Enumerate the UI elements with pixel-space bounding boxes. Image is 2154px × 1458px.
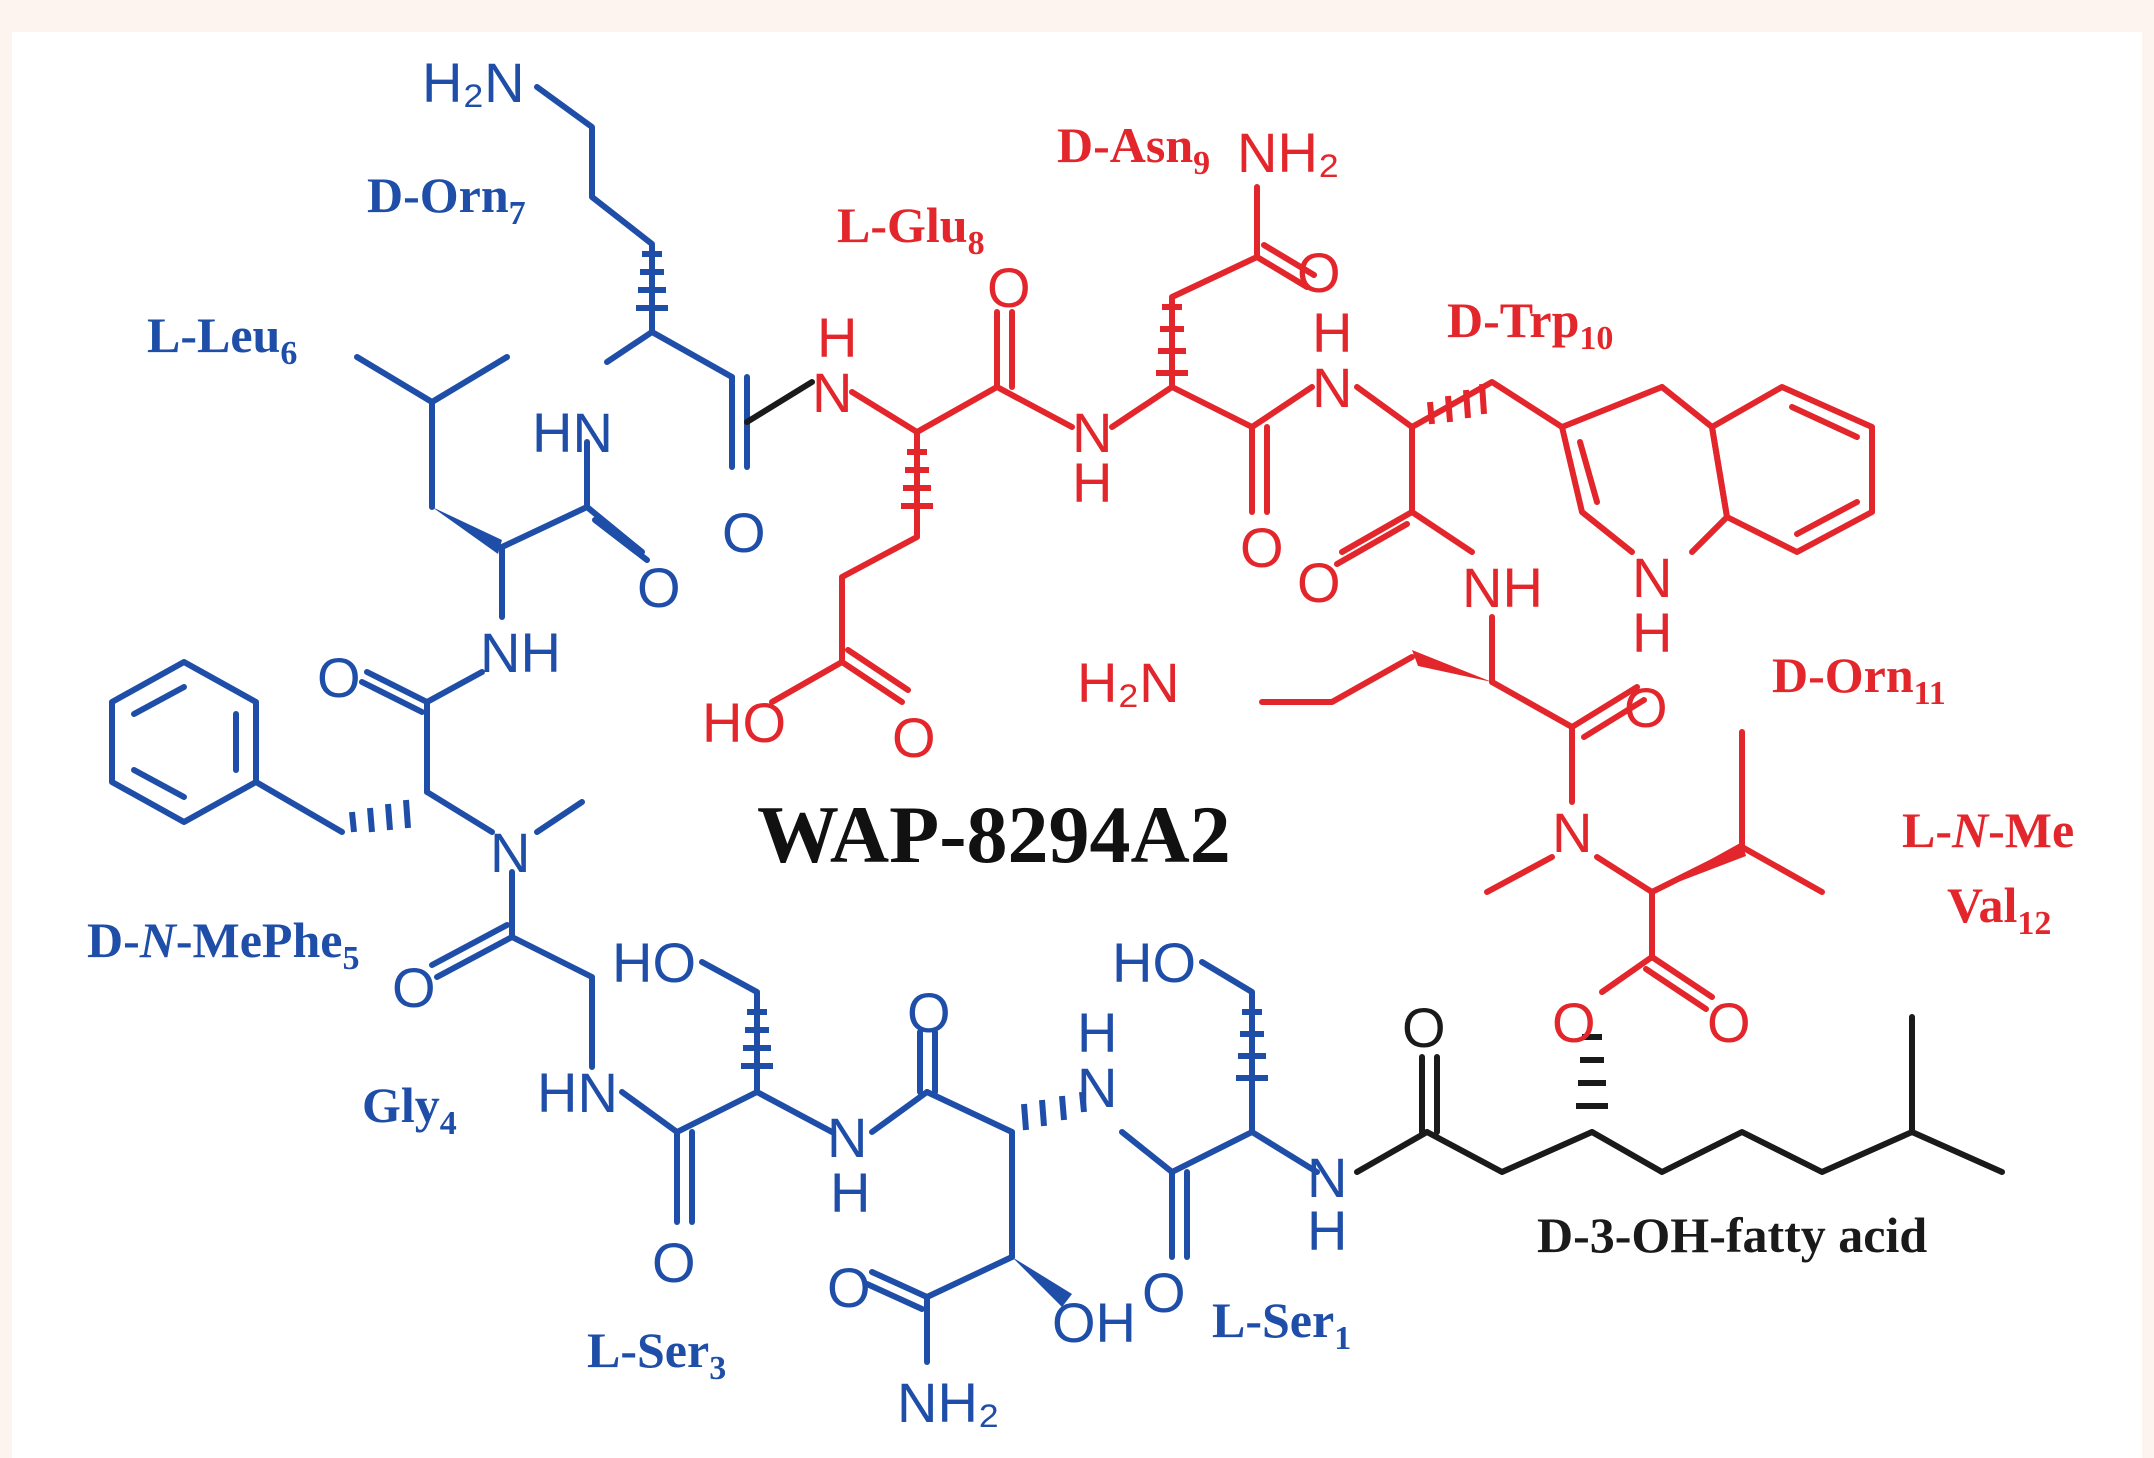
- atom-label: HO: [702, 691, 786, 754]
- residue-label-gly4: Gly4: [362, 1077, 457, 1142]
- atom-label: O: [1142, 1261, 1186, 1324]
- atom-label: N: [812, 361, 852, 424]
- atom-label: N: [1632, 546, 1672, 609]
- residue-label-orn7: D-Orn7: [367, 167, 526, 232]
- residue-label-trp10: D-Trp10: [1447, 292, 1613, 357]
- atom-label: O: [637, 556, 681, 619]
- residue-label-glu8: L-Glu8: [837, 197, 985, 262]
- atom-label: HO: [1112, 931, 1196, 994]
- residue-label-ser1: L-Ser1: [1212, 1292, 1351, 1357]
- blue-residue-labels: D-Orn7 L-Leu6 D-N-MePhe5 Gly4 L-Ser3 L-S…: [87, 167, 1351, 1387]
- atom-label: N: [1307, 1146, 1347, 1209]
- atom-label: O: [317, 646, 361, 709]
- atom-label: O: [652, 1231, 696, 1294]
- residue-label-meval12-line2: Val12: [1947, 877, 2051, 942]
- fatty-acid-stereo: [1576, 1034, 1608, 1109]
- residue-label-meval12-line1: L-N-Me: [1902, 802, 2074, 858]
- atom-label: NH₂: [897, 1371, 1000, 1434]
- atom-label: H: [1072, 451, 1112, 514]
- atom-label: O: [1707, 991, 1751, 1054]
- atom-label: NH: [1462, 556, 1543, 619]
- atom-label: OH: [1052, 1291, 1136, 1354]
- atom-label: O: [892, 706, 936, 769]
- atom-label: N: [1072, 401, 1112, 464]
- residue-label-leu6: L-Leu6: [147, 307, 297, 372]
- atom-label: O: [907, 981, 951, 1044]
- atom-label: H₂N: [422, 51, 525, 114]
- blue-atom-labels: H₂N HN O O NH O N O HN HO O N H O N H O …: [317, 51, 1347, 1434]
- atom-label: N: [1312, 356, 1352, 419]
- atom-label: N: [827, 1106, 867, 1169]
- atom-label: NH: [480, 621, 561, 684]
- atom-label: H₂N: [1077, 651, 1180, 714]
- residue-label-mephe5: D-N-MePhe5: [87, 912, 359, 977]
- atom-label: O: [1624, 676, 1668, 739]
- blue-bonds: [109, 84, 1320, 1365]
- atom-label: HO: [612, 931, 696, 994]
- atom-label: N: [1552, 801, 1592, 864]
- atom-label: O: [392, 956, 436, 1019]
- atom-label: O: [1552, 991, 1596, 1054]
- atom-label: O: [1240, 516, 1284, 579]
- residue-label-ser3: L-Ser3: [587, 1322, 726, 1387]
- atom-label: O: [722, 501, 766, 564]
- residue-label-asn9: D-Asn9: [1057, 117, 1210, 182]
- residue-label-fatty-acid: D-3-OH-fatty acid: [1537, 1207, 1927, 1263]
- blue-stereo: [349, 251, 1268, 1307]
- residue-label-orn11: D-Orn11: [1772, 647, 1946, 712]
- atom-label: O: [1297, 551, 1341, 614]
- atom-label: H: [817, 306, 857, 369]
- atom-label: O: [1297, 241, 1341, 304]
- atom-label: H: [830, 1161, 870, 1224]
- red-bonds: [744, 184, 1875, 1012]
- fatty-acid-bonds: [1354, 1014, 2005, 1175]
- compound-title: WAP-8294A2: [757, 789, 1231, 880]
- atom-label: H: [1307, 1199, 1347, 1262]
- atom-label: NH₂: [1237, 121, 1340, 184]
- atom-label: N: [490, 821, 530, 884]
- atom-label: O: [827, 1256, 871, 1319]
- red-atom-labels: H N O HO O N H NH₂ O O H N O NH N H H₂N …: [702, 121, 1751, 1054]
- atom-label: H: [1077, 1001, 1117, 1064]
- red-stereo: [901, 304, 1746, 892]
- figure-canvas: H₂N HN O O NH O N O HN HO O N H O N H O …: [12, 32, 2142, 1458]
- molecule-structure: H₂N HN O O NH O N O HN HO O N H O N H O …: [87, 51, 2074, 1434]
- red-residue-labels: L-Glu8 D-Asn9 D-Trp10 D-Orn11 L-N-Me Val…: [837, 117, 2074, 942]
- atom-label: O: [1402, 996, 1446, 1059]
- atom-label: N: [1077, 1056, 1117, 1119]
- atom-label: H: [1632, 601, 1672, 664]
- atom-label: H: [1312, 301, 1352, 364]
- atom-label: O: [987, 256, 1031, 319]
- atom-label: HN: [532, 401, 613, 464]
- atom-label: HN: [537, 1061, 618, 1124]
